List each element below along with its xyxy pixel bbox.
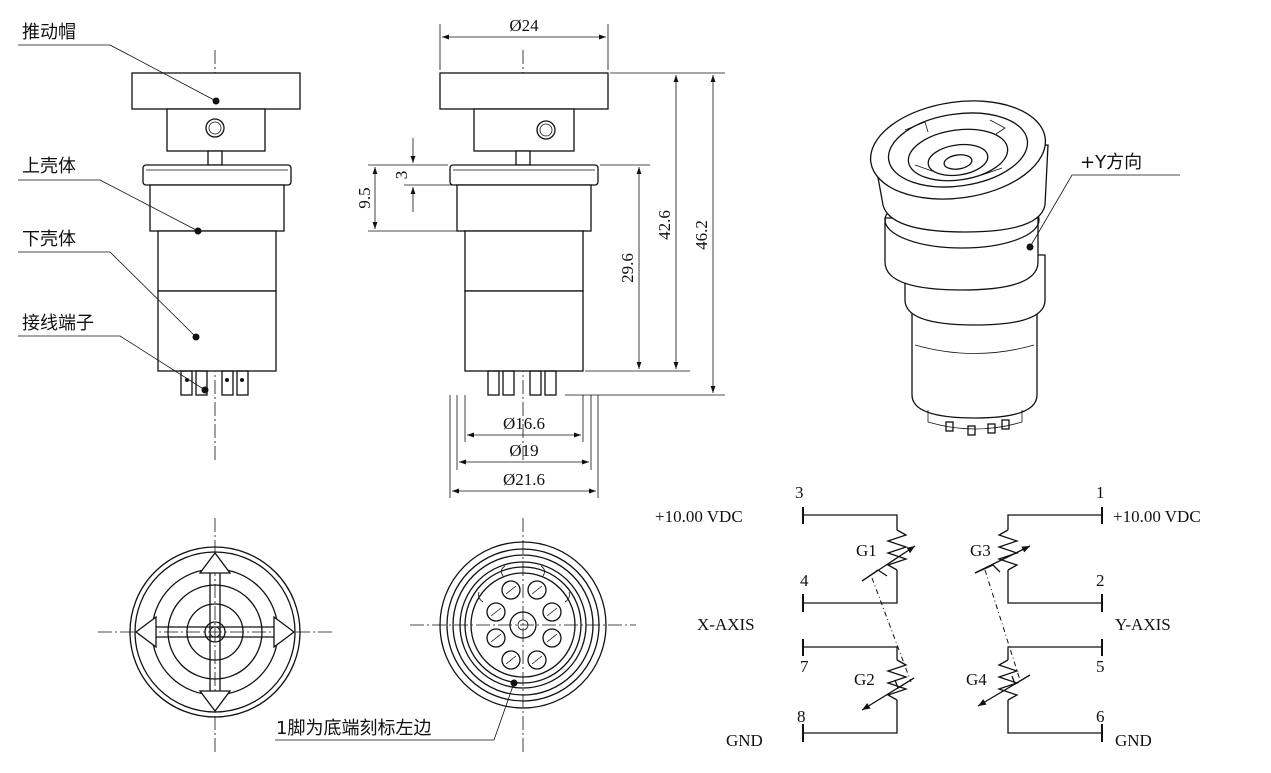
label-vdc-left: +10.00 VDC xyxy=(655,507,743,526)
label-terminal: 接线端子 xyxy=(22,313,94,334)
label-y-axis: Y-AXIS xyxy=(1115,615,1171,634)
label-gnd-left: GND xyxy=(726,731,763,750)
perspective-view xyxy=(869,100,1180,436)
pot-g2: G2 xyxy=(854,670,875,689)
label-gnd-right: GND xyxy=(1115,731,1152,750)
label-vdc-right: +10.00 VDC xyxy=(1113,507,1201,526)
dim-height-3: 3 xyxy=(392,171,411,180)
pin-1: 1 xyxy=(1096,483,1105,502)
dim-height-29-6: 29.6 xyxy=(618,253,637,283)
label-lower-shell: 下壳体 xyxy=(22,229,76,250)
bottom-view xyxy=(275,518,636,752)
side-view-labelled xyxy=(18,44,301,460)
dim-height-9-5: 9.5 xyxy=(355,187,374,208)
side-view-dimensioned xyxy=(368,24,725,498)
dim-height-46-2: 46.2 xyxy=(692,220,711,250)
label-upper-shell: 上壳体 xyxy=(22,156,76,177)
pin-8: 8 xyxy=(797,707,806,726)
pot-g1: G1 xyxy=(856,541,877,560)
label-x-axis: X-AXIS xyxy=(697,615,755,634)
dim-height-42-6: 42.6 xyxy=(655,210,674,240)
pin-4: 4 xyxy=(800,571,809,590)
pin-3: 3 xyxy=(795,483,804,502)
pin-2: 2 xyxy=(1096,571,1105,590)
pin-7: 7 xyxy=(800,657,809,676)
pot-g3: G3 xyxy=(970,541,991,560)
label-push-cap: 推动帽 xyxy=(22,22,76,43)
pin-5: 5 xyxy=(1096,657,1105,676)
dim-diameter-19: Ø19 xyxy=(509,441,538,460)
top-view xyxy=(98,518,332,752)
dim-diameter-24: Ø24 xyxy=(509,16,539,35)
dim-diameter-21-6: Ø21.6 xyxy=(503,470,545,489)
wiring-schematic xyxy=(802,507,1103,742)
label-pin1-note: 1脚为底端刻标左边 xyxy=(276,718,431,739)
dim-diameter-16-6: Ø16.6 xyxy=(503,414,545,433)
pin-6: 6 xyxy=(1096,707,1105,726)
terminal-pins xyxy=(486,580,562,670)
label-y-direction: +Y方向 xyxy=(1080,152,1142,173)
pot-g4: G4 xyxy=(966,670,987,689)
